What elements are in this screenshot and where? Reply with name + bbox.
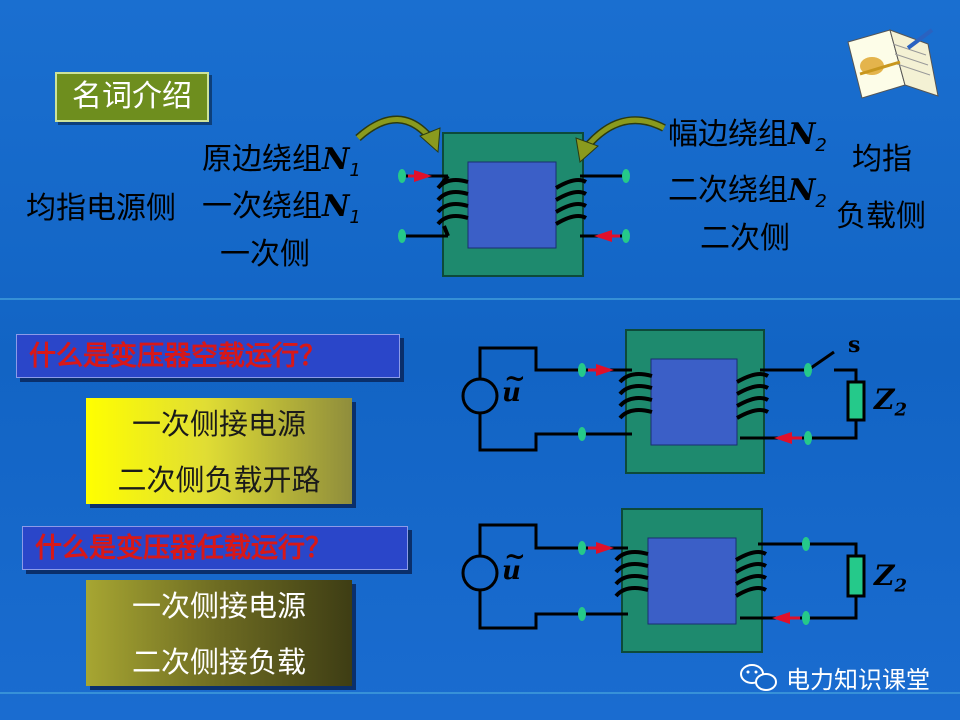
noload-question: 什么是变压器空载运行？ — [16, 334, 400, 378]
wechat-icon — [740, 664, 777, 691]
source-label-2: ~u — [502, 542, 526, 586]
curve-arrow-right — [575, 116, 666, 163]
load-circuit — [461, 508, 866, 653]
top-primary-coil — [436, 174, 469, 237]
terminal — [622, 169, 630, 183]
section-divider — [0, 298, 960, 300]
load-label-1: Z2 — [874, 383, 907, 421]
terminal — [398, 229, 406, 243]
noload-answer1: 一次侧接电源 — [131, 407, 306, 441]
top-transformer — [398, 132, 630, 277]
load-answer1: 一次侧接电源 — [131, 589, 306, 623]
switch-label: s — [848, 332, 861, 358]
terms-label: 名词介绍 — [55, 72, 209, 122]
book-icon — [847, 28, 939, 99]
secondary-line2: 二次绕组N2 — [668, 173, 827, 212]
current-arrow — [414, 170, 432, 182]
secondary-group-1: 均指 — [852, 142, 912, 177]
current-arrow — [594, 230, 612, 242]
bottom-divider — [0, 692, 960, 694]
noload-answer-box: 一次侧接电源 二次侧负载开路 — [86, 398, 352, 504]
top-secondary-coil — [554, 178, 588, 226]
noload-circuit — [461, 329, 866, 474]
source-circle — [461, 377, 499, 415]
secondary-line3: 二次侧 — [700, 221, 790, 256]
top-window — [467, 161, 557, 249]
primary-line3: 一次侧 — [220, 237, 310, 272]
watermark: 电力知识课堂 — [786, 666, 930, 694]
primary-group: 均指电源侧 — [26, 191, 176, 226]
terminal — [622, 229, 630, 243]
switch — [807, 350, 835, 372]
load-answer-box: 一次侧接电源 二次侧接负载 — [86, 580, 352, 686]
load-question: 什么是变压器任载运行？ — [22, 526, 408, 570]
load-impedance — [846, 380, 866, 422]
noload-answer2: 二次侧负载开路 — [117, 463, 321, 497]
load-label-2: Z2 — [874, 559, 907, 597]
source-label-1: ~u — [502, 364, 526, 408]
terminal — [398, 169, 406, 183]
secondary-line1: 幅边绕组N2 — [668, 117, 827, 156]
primary-line2: 一次绕组N1 — [202, 189, 361, 228]
secondary-group-2: 负载侧 — [836, 199, 926, 234]
primary-line1: 原边绕组N1 — [202, 142, 361, 181]
curve-arrow-left — [355, 115, 441, 154]
load-answer2: 二次侧接负载 — [131, 645, 306, 679]
